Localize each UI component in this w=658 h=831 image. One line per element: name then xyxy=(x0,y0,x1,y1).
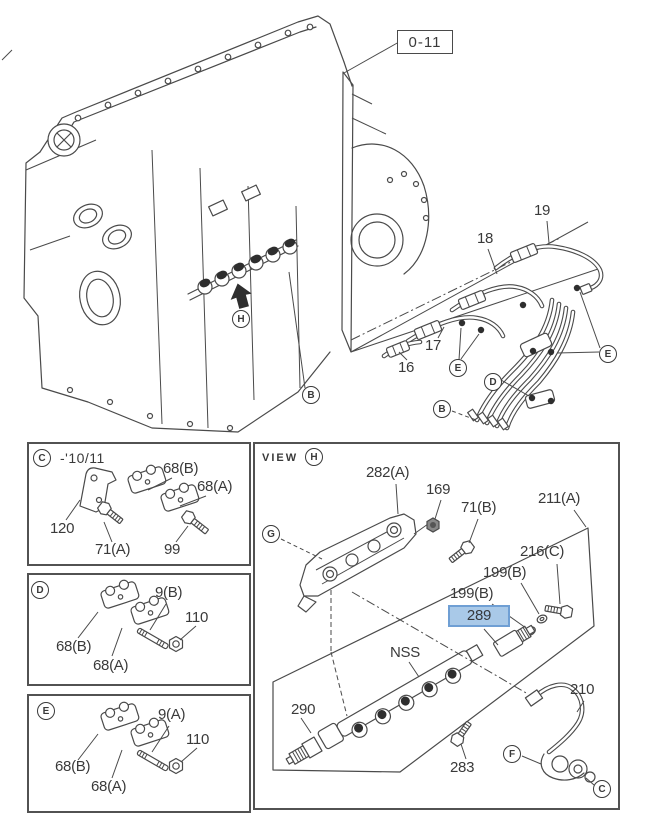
part-label-71b[interactable]: 71(B) xyxy=(461,499,497,516)
part-label-99[interactable]: 99 xyxy=(164,541,181,558)
callout-c2: C xyxy=(593,780,611,798)
callout-f: F xyxy=(503,745,521,763)
part-label-199b-lower[interactable]: 199(B) xyxy=(450,585,494,602)
part-label-nss[interactable]: NSS xyxy=(390,644,420,661)
part-label-110-d[interactable]: 110 xyxy=(185,609,209,626)
selected-part-label-289[interactable]: 289 xyxy=(448,605,510,627)
part-label-18[interactable]: 18 xyxy=(477,230,494,247)
part-label-68a-e[interactable]: 68(A) xyxy=(91,778,127,795)
panel-c-applicability: -'10/11 xyxy=(60,450,105,466)
callout-h-view: H xyxy=(232,310,250,328)
callout-d: D xyxy=(484,373,502,391)
part-label-9a[interactable]: 9(A) xyxy=(158,706,186,723)
part-label-216c[interactable]: 216(C) xyxy=(520,543,565,560)
part-label-68a-c[interactable]: 68(A) xyxy=(197,478,233,495)
part-label-199b-upper[interactable]: 199(B) xyxy=(483,564,527,581)
part-label-68b-e[interactable]: 68(B) xyxy=(55,758,91,775)
part-label-169[interactable]: 169 xyxy=(426,481,451,498)
cutting-plane xyxy=(341,41,602,353)
part-label-68a-d[interactable]: 68(A) xyxy=(93,657,129,674)
view-h-title: VIEW xyxy=(262,452,299,464)
panel-e-box xyxy=(27,694,251,813)
part-label-283[interactable]: 283 xyxy=(450,759,475,776)
part-label-282a[interactable]: 282(A) xyxy=(366,464,410,481)
part-label-19[interactable]: 19 xyxy=(534,202,551,219)
part-label-68b-d[interactable]: 68(B) xyxy=(56,638,92,655)
callout-b-pipes: B xyxy=(433,400,451,418)
page-ref-box[interactable]: 0-11 xyxy=(397,30,453,54)
part-label-290[interactable]: 290 xyxy=(291,701,316,718)
panel-d-box xyxy=(27,573,251,686)
panel-c-marker: C xyxy=(33,449,51,467)
part-label-9b[interactable]: 9(B) xyxy=(155,584,183,601)
part-label-68b-c[interactable]: 68(B) xyxy=(163,460,199,477)
part-label-110-e[interactable]: 110 xyxy=(186,731,210,748)
engine-illustration xyxy=(1,15,430,433)
callout-e-right: E xyxy=(599,345,617,363)
part-label-211a[interactable]: 211(A) xyxy=(538,490,581,507)
view-h-marker: H xyxy=(305,448,323,466)
callout-g: G xyxy=(262,525,280,543)
injection-pipes xyxy=(381,220,604,431)
callout-b-engine: B xyxy=(302,386,320,404)
part-label-120[interactable]: 120 xyxy=(50,520,75,537)
page-ref-label: 0-11 xyxy=(408,33,442,51)
part-label-71a[interactable]: 71(A) xyxy=(95,541,131,558)
part-label-17[interactable]: 17 xyxy=(425,337,442,354)
part-label-210[interactable]: 210 xyxy=(570,681,595,698)
part-label-16[interactable]: 16 xyxy=(398,359,415,376)
view-direction-arrow xyxy=(230,283,252,309)
panel-d-marker: D xyxy=(31,581,49,599)
panel-e-marker: E xyxy=(37,702,55,720)
callout-e-left: E xyxy=(449,359,467,377)
